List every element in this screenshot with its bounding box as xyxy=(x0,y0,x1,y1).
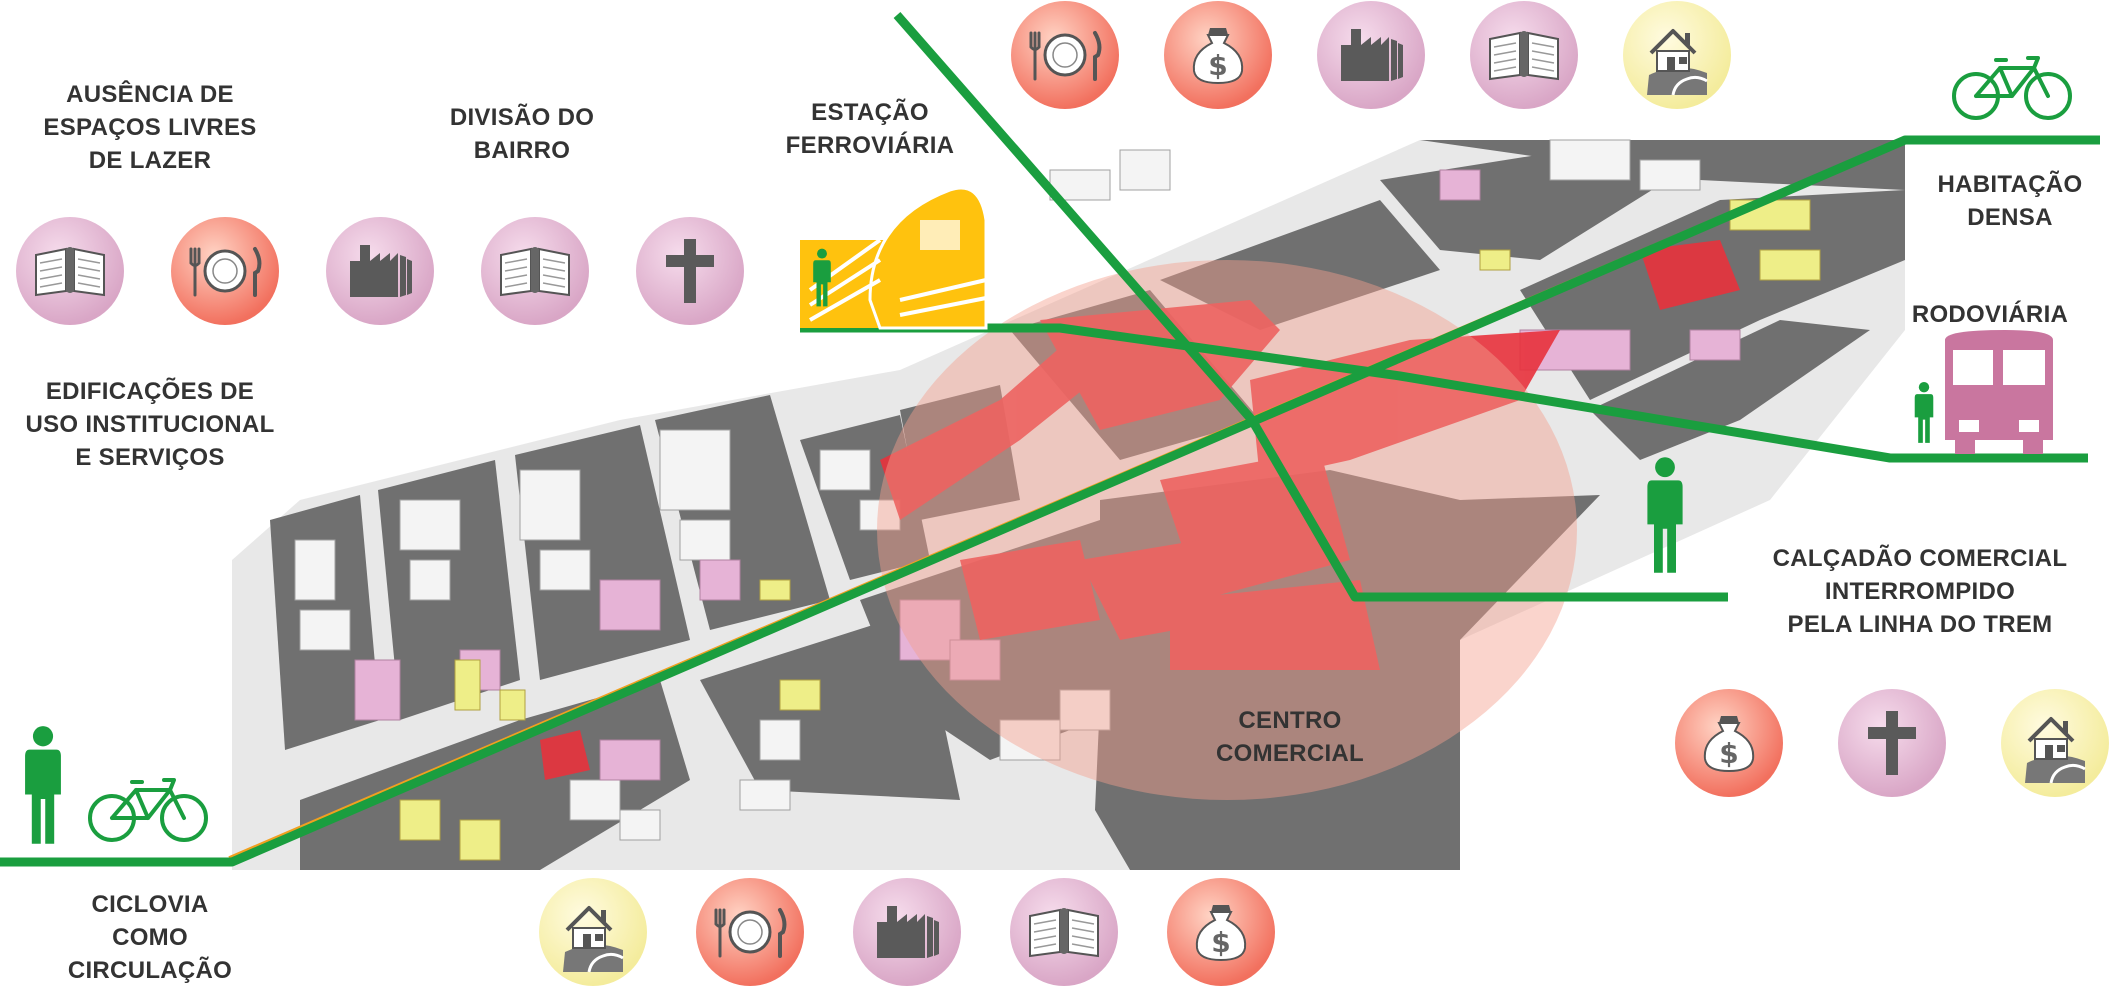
restaurant-icon xyxy=(1011,1,1119,109)
factory-icon xyxy=(853,878,961,986)
label-line: AUSÊNCIA DE xyxy=(66,81,234,108)
label-ciclovia: CICLOVIA COMO CIRCULAÇÃO xyxy=(40,888,260,987)
book-icon xyxy=(1470,1,1578,109)
label-habitacao: HABITAÇÃO DENSA xyxy=(1920,168,2100,234)
money-bag-icon xyxy=(1675,689,1783,797)
label-line: COMERCIAL xyxy=(1215,740,1365,767)
label-line: CENTRO xyxy=(1238,707,1342,734)
icon-glyph xyxy=(35,246,105,296)
label-line: CICLOVIA xyxy=(91,891,209,918)
label-ausencia: AUSÊNCIA DE ESPAÇOS LIVRES DE LAZER xyxy=(30,78,270,177)
label-centro: CENTRO COMERCIAL xyxy=(1180,704,1400,770)
icon-row-left xyxy=(16,217,744,325)
label-line: RODOVIÁRIA xyxy=(1911,301,2069,328)
pedestrian-route-north xyxy=(893,12,1728,602)
icon-glyph xyxy=(1029,907,1099,957)
label-line: HABITAÇÃO xyxy=(1937,171,2083,198)
house-icon xyxy=(539,878,647,986)
label-divisao: DIVISÃO DO BAIRRO xyxy=(412,101,632,167)
label-calcadao: CALÇADÃO COMERCIAL INTERROMPIDO PELA LIN… xyxy=(1740,542,2100,641)
label-line: CIRCULAÇÃO xyxy=(67,957,233,984)
label-line: DIVISÃO DO xyxy=(449,104,595,131)
book-icon xyxy=(16,217,124,325)
train-station-icon xyxy=(800,186,988,330)
person-icon xyxy=(1914,381,1934,443)
label-line: E SERVIÇOS xyxy=(75,444,225,471)
person-icon xyxy=(25,726,61,844)
label-line: USO INSTITUCIONAL xyxy=(25,411,275,438)
map-block xyxy=(1590,320,1870,460)
label-estacao: ESTAÇÃO FERROVIÁRIA xyxy=(760,96,980,162)
label-line: FERROVIÁRIA xyxy=(785,132,955,159)
house-icon xyxy=(1623,1,1731,109)
label-line: EDIFICAÇÕES DE xyxy=(45,378,255,405)
icon-row-bottom xyxy=(539,878,1275,986)
label-line: DENSA xyxy=(1967,204,2053,231)
icon-row-top xyxy=(1011,1,1731,109)
label-line: COMO xyxy=(112,924,188,951)
map-block xyxy=(300,680,690,870)
restaurant-icon xyxy=(696,878,804,986)
icon-glyph xyxy=(1489,30,1559,80)
label-line: BAIRRO xyxy=(473,137,571,164)
label-rodoviaria: RODOVIÁRIA xyxy=(1880,298,2100,331)
money-bag-icon xyxy=(1167,878,1275,986)
factory-icon xyxy=(326,217,434,325)
book-icon xyxy=(1010,878,1118,986)
centre-zone xyxy=(877,260,1577,800)
icon-glyph xyxy=(500,246,570,296)
money-bag-icon xyxy=(1164,1,1272,109)
label-line: CALÇADÃO COMERCIAL xyxy=(1772,545,2068,572)
bus-icon xyxy=(1945,330,2053,454)
label-edificacoes: EDIFICAÇÕES DE USO INSTITUCIONAL E SERVI… xyxy=(0,375,300,474)
bike-lane-route xyxy=(0,135,2100,867)
map-block xyxy=(1160,200,1440,330)
house-icon xyxy=(2001,689,2109,797)
label-line: ESTAÇÃO xyxy=(811,99,929,126)
label-line: PELA LINHA DO TREM xyxy=(1787,611,2053,638)
restaurant-icon xyxy=(171,217,279,325)
factory-icon xyxy=(1317,1,1425,109)
label-line: ESPAÇOS LIVRES xyxy=(43,114,257,141)
bicycle-icon xyxy=(88,778,208,842)
bicycle-icon xyxy=(1952,56,2072,120)
book-icon xyxy=(481,217,589,325)
icon-row-right xyxy=(1675,689,2109,797)
label-line: INTERROMPIDO xyxy=(1824,578,2016,605)
label-line: DE LAZER xyxy=(88,147,212,174)
cross-icon xyxy=(636,217,744,325)
cross-icon xyxy=(1838,689,1946,797)
